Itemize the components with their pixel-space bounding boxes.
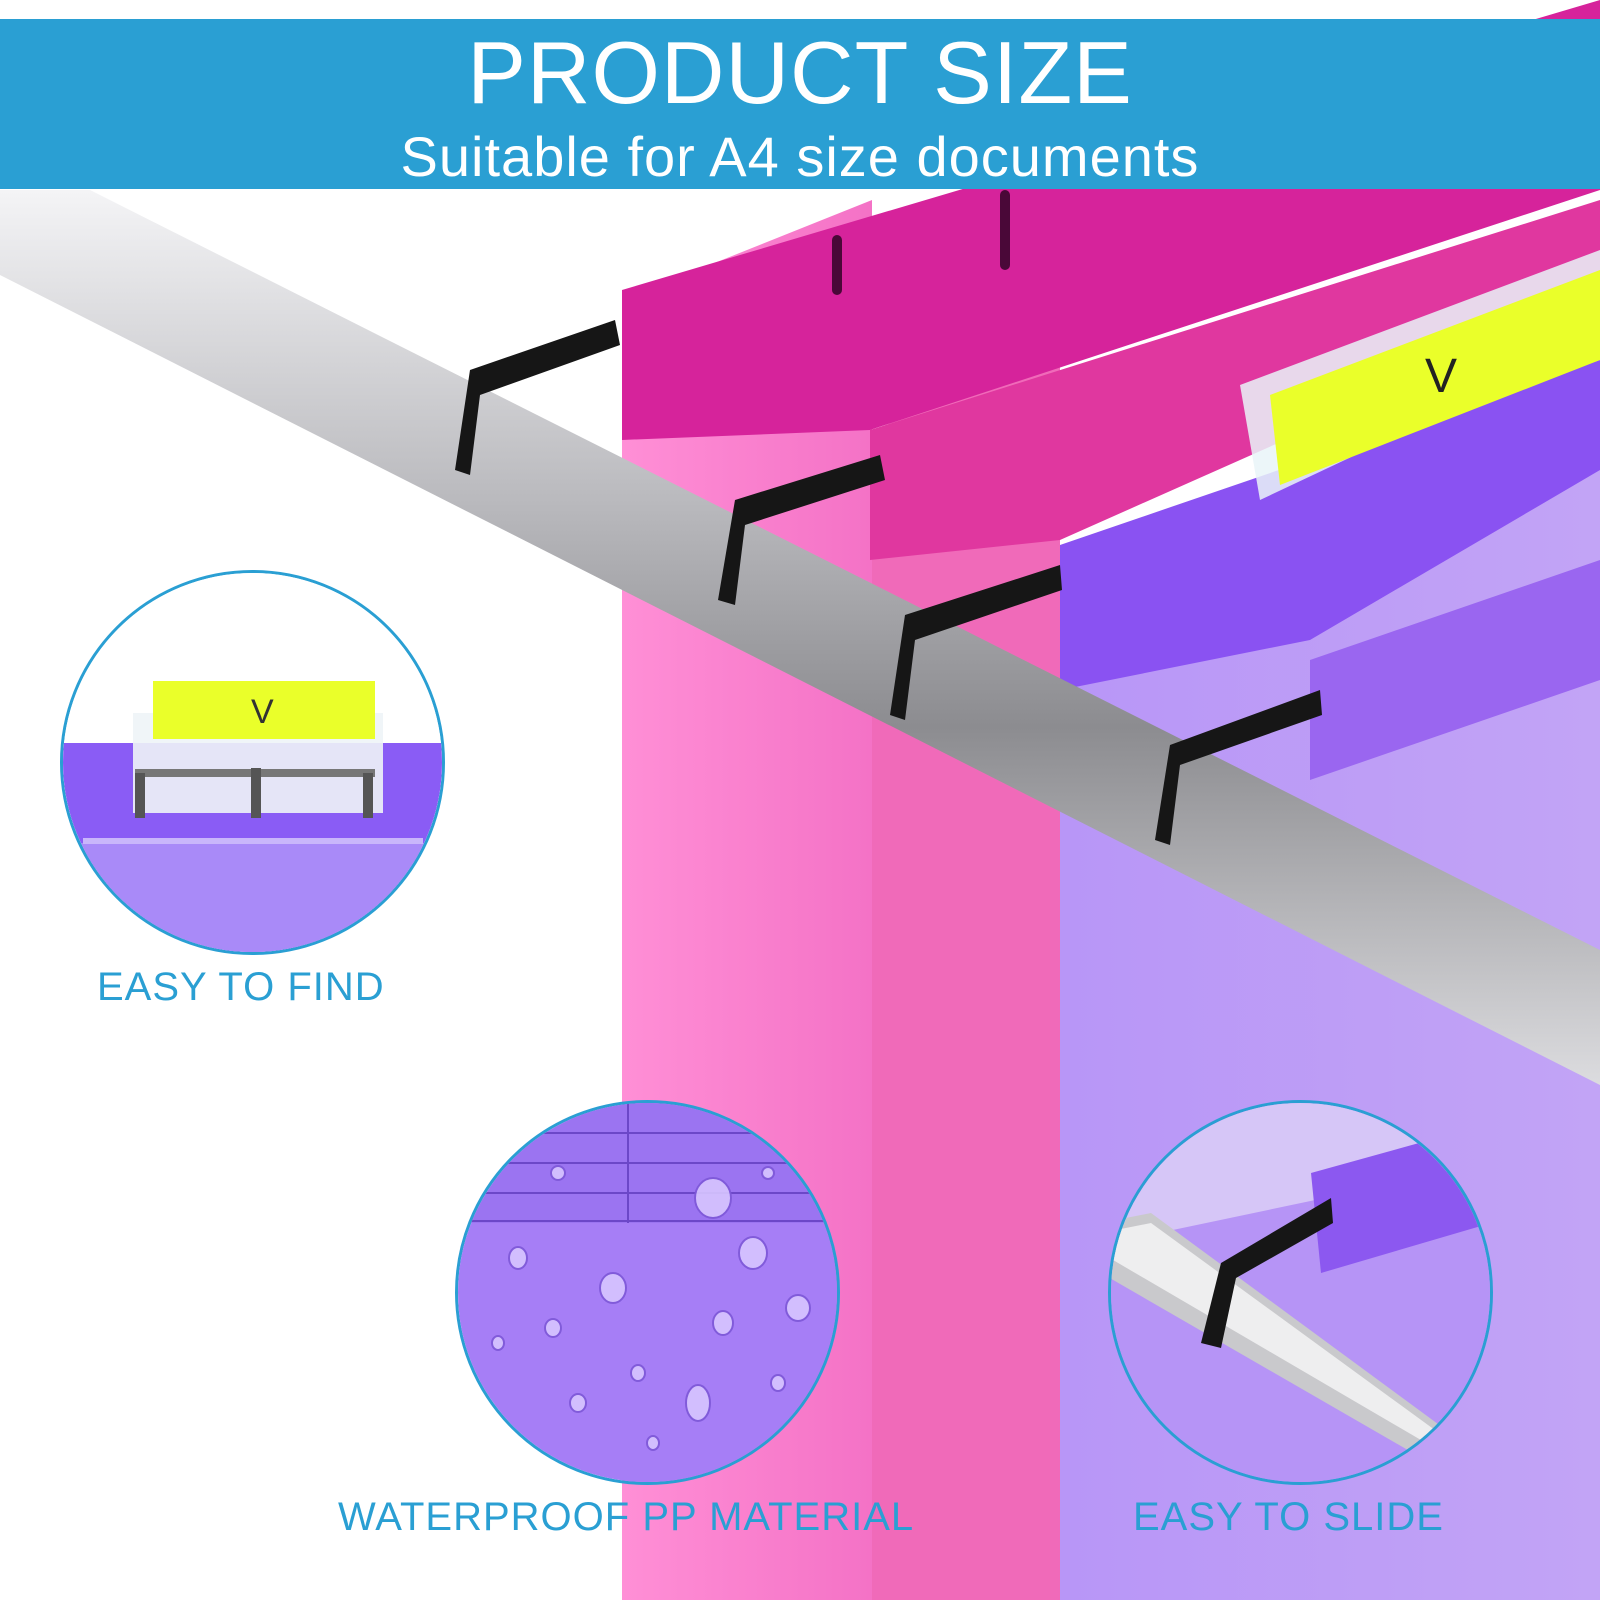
banner-subtitle: Suitable for A4 size documents [400,125,1200,188]
hanger-clip [890,565,1062,720]
water-droplets-icon [458,1103,837,1482]
violet-folder-header [1060,360,1600,690]
easy-to-slide-callout [1108,1100,1493,1485]
folder-slot [832,235,842,295]
rail-hanger-icon [1111,1103,1490,1482]
magenta-folder-header-2 [870,200,1600,560]
easy-to-find-caption: EASY TO FIND [97,965,385,1009]
hanger-clip [718,455,885,605]
index-tab-label [1270,270,1600,485]
metal-rail [0,190,1600,1085]
hanger-clip [1155,690,1322,845]
index-tab-letter: V [1425,350,1457,403]
waterproof-caption: WATERPROOF PP MATERIAL [338,1495,915,1539]
header-banner: PRODUCT SIZE Suitable for A4 size docume… [0,19,1600,189]
banner-title: PRODUCT SIZE [467,23,1133,122]
easy-to-find-callout: V [60,570,445,955]
folder-slot [1000,190,1010,270]
violet-folder-header-2 [1310,560,1600,780]
index-tab-icon: V [63,573,442,952]
hanger-clip [455,320,620,475]
easy-to-slide-caption: EASY TO SLIDE [1133,1495,1444,1539]
index-tab-letter: V [251,693,274,731]
waterproof-callout [455,1100,840,1485]
